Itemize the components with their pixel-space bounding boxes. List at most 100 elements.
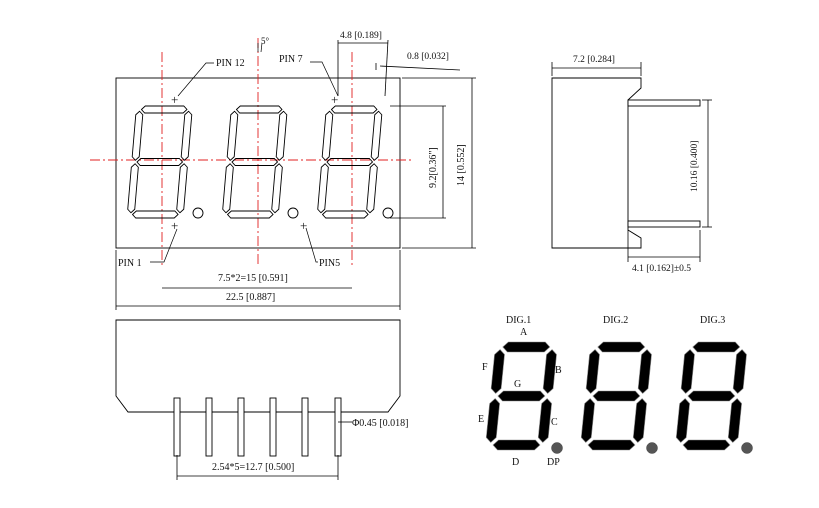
front-digit3-segment-f	[321, 110, 334, 161]
seg-width-label: 0.8 [0.032]	[407, 52, 449, 62]
legend-digit1-segment-c	[537, 398, 552, 443]
pin12-label: PIN 12	[216, 58, 245, 69]
front-digit1-segment-b	[180, 110, 193, 161]
front-digit3-dp	[382, 207, 394, 219]
legend-digit1-dp	[551, 442, 563, 454]
legend-digit3-segment-d	[682, 439, 731, 451]
front-digit2-segment-g	[231, 158, 279, 166]
pin1-leader	[150, 228, 178, 263]
legend-digit-glyphs	[485, 341, 753, 454]
legend-digit2-segment-c	[632, 398, 647, 443]
pin5-plus-marker: +	[300, 218, 307, 233]
angle-label: 5°	[261, 36, 270, 46]
legend-digit3-dp	[741, 442, 753, 454]
front-digit3-segment-a	[330, 105, 378, 114]
pin12-leader	[177, 62, 214, 97]
pin5-label: PIN5	[319, 258, 340, 269]
front-digit2-segment-b	[275, 110, 288, 161]
front-digit1-segment-e	[127, 163, 139, 214]
legend-digit1-segment-e	[485, 398, 500, 443]
legend-digit2-segment-d	[587, 439, 636, 451]
front-digit1-segment-a	[140, 105, 188, 114]
pin7-label: PIN 7	[279, 54, 303, 65]
front-digit-outlines	[127, 105, 394, 219]
bottom-view: Φ0.45 [0.018] 2.54*5=12.7 [0.500]	[115, 319, 408, 480]
digit-pitch-label: 7.5*2=15 [0.591]	[218, 273, 288, 284]
body-height-label: 14 [0.552]	[456, 144, 467, 186]
front-digit3-segment-b	[370, 110, 383, 161]
pin1-plus-marker: +	[171, 218, 178, 233]
pin5-leader	[305, 227, 318, 263]
segment-dp-label: DP	[547, 457, 560, 468]
side-bottom-pin	[627, 220, 701, 228]
front-digit2-dp	[287, 207, 299, 219]
front-digit1-segment-d	[131, 210, 179, 219]
body-width-label: 22.5 [0.887]	[226, 292, 275, 303]
front-digit2-segment-c	[271, 163, 283, 214]
legend-digit1-segment-b	[542, 349, 557, 394]
digit2-title: DIG.2	[603, 315, 628, 326]
pin-length-label: 4.1 [0.162]±0.5	[632, 264, 691, 274]
digit-height-label: 9.2[0.36"]	[428, 147, 439, 188]
bottom-pin-3	[237, 397, 245, 457]
legend-digit2-segment-g	[592, 390, 641, 402]
legend-digit3-segment-f	[680, 349, 695, 394]
front-digit3-segment-e	[317, 163, 329, 214]
legend-digit1-segment-d	[492, 439, 541, 451]
segment-e-label: E	[478, 414, 484, 425]
legend-digit1-segment-f	[490, 349, 505, 394]
legend-digit3-segment-e	[675, 398, 690, 443]
front-digit2-segment-f	[226, 110, 239, 161]
side-width-label: 7.2 [0.284]	[573, 55, 615, 65]
legend-digit3-segment-a	[692, 341, 741, 353]
front-digit3-segment-d	[321, 210, 369, 219]
legend-digit1-segment-a	[502, 341, 551, 353]
pin1-label: PIN 1	[118, 258, 142, 269]
angle-slant-line	[260, 42, 263, 53]
side-top-pin	[627, 99, 701, 107]
pin-diameter-label: Φ0.45 [0.018]	[352, 418, 408, 429]
seg-width-leader	[379, 65, 461, 71]
segment-c-label: C	[551, 417, 558, 428]
side-view: 7.2 [0.284] 10.16 [0.400] 4.1 [0.162]±0.…	[551, 55, 712, 274]
bottom-body-outline	[115, 319, 401, 413]
legend-digit3-segment-b	[732, 349, 747, 394]
bottom-pin-2	[205, 397, 213, 457]
legend-digit1-segment-g	[497, 390, 546, 402]
seg-pitch-label: 4.8 [0.189]	[340, 31, 382, 41]
bottom-pin-4	[269, 397, 277, 457]
legend-digit3-segment-c	[727, 398, 742, 443]
segment-g-label: G	[514, 379, 521, 390]
bottom-pin-1	[173, 397, 181, 457]
bottom-pins	[173, 397, 342, 457]
pin12-plus-marker: +	[171, 92, 178, 107]
front-digit3-segment-c	[366, 163, 378, 214]
segment-b-label: B	[555, 365, 562, 376]
segment-a-label: A	[520, 327, 528, 338]
front-digit1-dp	[192, 207, 204, 219]
front-digit1-segment-f	[131, 110, 144, 161]
front-digit1-segment-c	[176, 163, 188, 214]
pin7-plus-marker: +	[331, 92, 338, 107]
front-digit2-segment-d	[226, 210, 274, 219]
legend-digit3-segment-g	[687, 390, 736, 402]
legend-digit2-dp	[646, 442, 658, 454]
front-digit3-segment-g	[326, 158, 374, 166]
bottom-pin-5	[301, 397, 309, 457]
bottom-pin-6	[334, 397, 342, 457]
legend-digit2-segment-e	[580, 398, 595, 443]
legend-digit2-segment-a	[597, 341, 646, 353]
front-digit2-segment-a	[235, 105, 283, 114]
digit3-title: DIG.3	[700, 315, 725, 326]
front-view: + + + + PIN 12 PIN 7 PIN 1 PIN5 5° 4.8 […	[90, 31, 476, 310]
segment-f-label: F	[482, 362, 488, 373]
pin-span-label: 10.16 [0.400]	[690, 141, 700, 192]
segment-legend: DIG.1 DIG.2 DIG.3 A B C D E F G DP	[478, 315, 753, 468]
digit1-title: DIG.1	[506, 315, 531, 326]
front-digit2-segment-e	[222, 163, 234, 214]
legend-digit2-segment-f	[585, 349, 600, 394]
legend-digit2-segment-b	[637, 349, 652, 394]
pin-pitch-label: 2.54*5=12.7 [0.500]	[212, 462, 294, 473]
front-digit1-segment-g	[136, 158, 184, 166]
